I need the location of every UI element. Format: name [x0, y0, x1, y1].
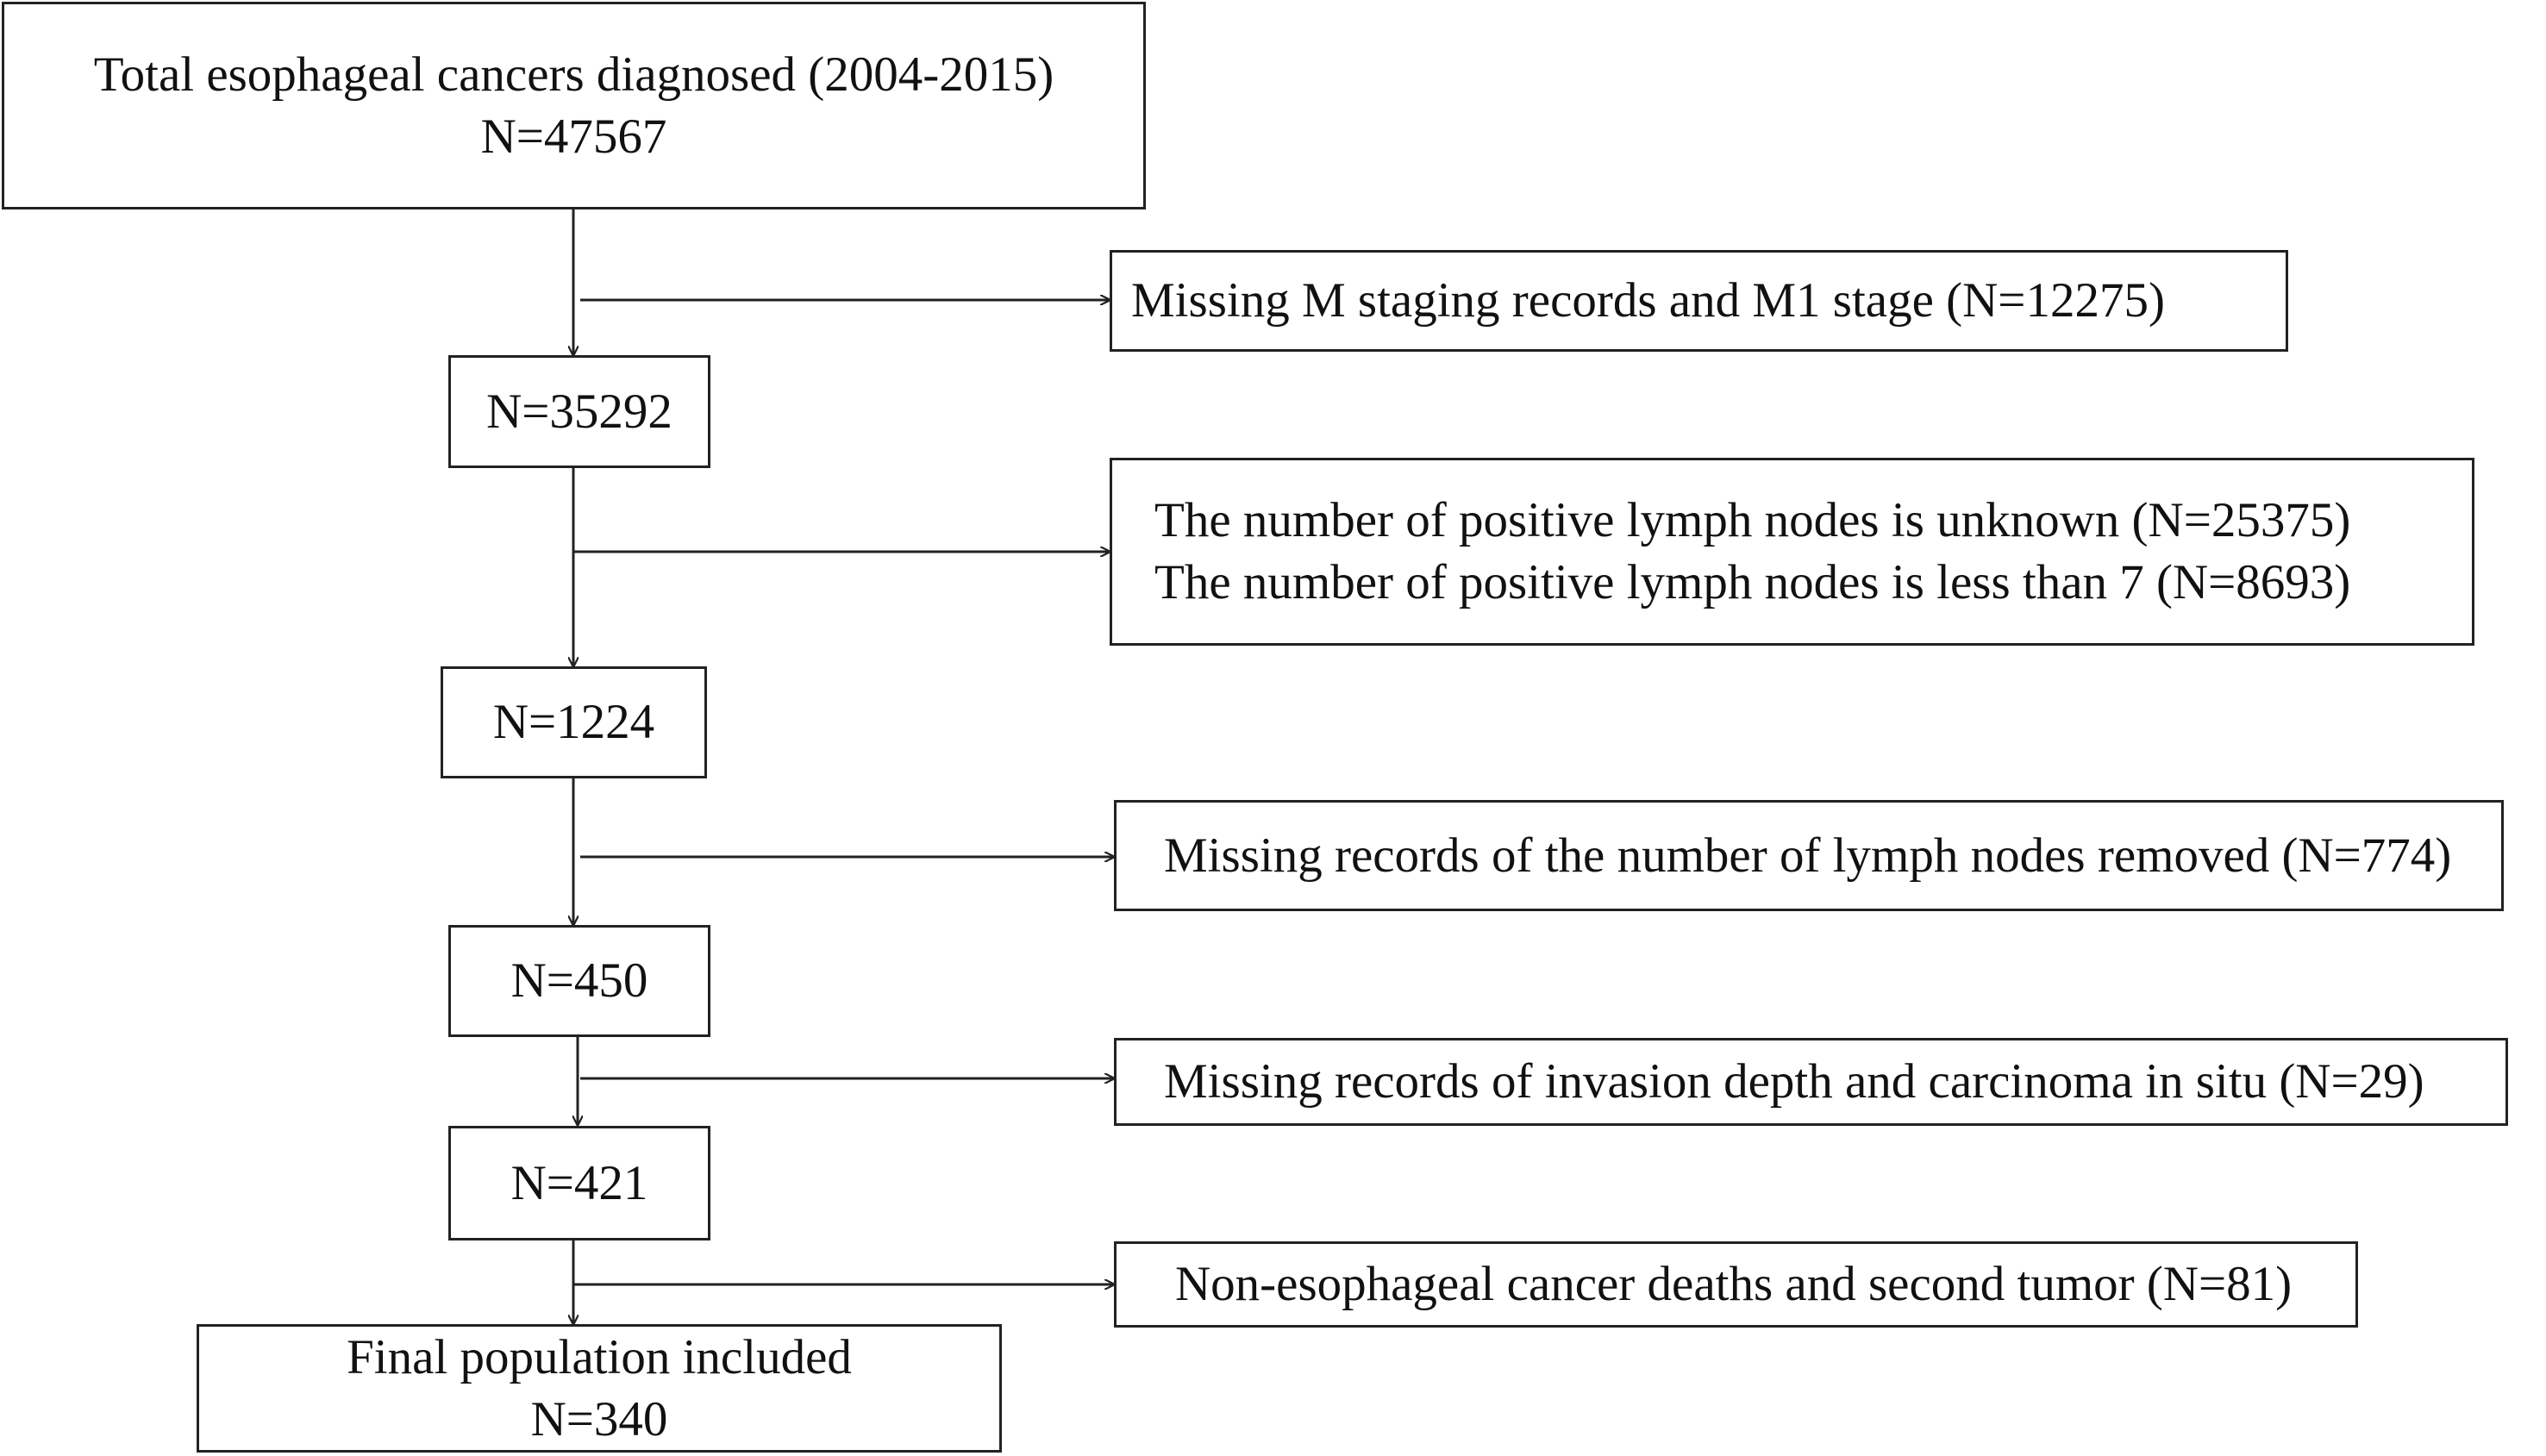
exclusion-box-1-text: Missing M staging records and M1 stage (…: [1131, 273, 2165, 328]
main-box-final: Final population included N=340: [197, 1324, 1002, 1453]
main-box-total-line-2: N=47567: [480, 109, 667, 164]
exclusion-box-4: Missing records of invasion depth and ca…: [1114, 1038, 2508, 1126]
main-box-step-4: N=450: [448, 925, 710, 1037]
main-box-final-line-1: Final population included: [347, 1329, 852, 1384]
exclusion-box-3-text: Missing records of the number of lymph n…: [1164, 828, 2452, 883]
main-box-step-5-text: N=421: [510, 1155, 648, 1210]
exclusion-box-5-text: Non-esophageal cancer deaths and second …: [1175, 1257, 2293, 1311]
main-box-step-3: N=1224: [441, 666, 707, 778]
exclusion-box-5: Non-esophageal cancer deaths and second …: [1114, 1241, 2358, 1328]
exclusion-box-2-line-1: The number of positive lymph nodes is un…: [1154, 493, 2351, 547]
exclusion-box-4-text: Missing records of invasion depth and ca…: [1164, 1054, 2424, 1109]
exclusion-box-3: Missing records of the number of lymph n…: [1114, 800, 2504, 911]
exclusion-box-1: Missing M staging records and M1 stage (…: [1110, 250, 2288, 352]
main-box-total-line-1: Total esophageal cancers diagnosed (2004…: [93, 47, 1054, 102]
main-box-step-2-text: N=35292: [486, 384, 672, 439]
exclusion-box-2: The number of positive lymph nodes is un…: [1110, 458, 2474, 646]
main-box-step-4-text: N=450: [510, 953, 648, 1008]
main-box-step-3-text: N=1224: [492, 695, 655, 749]
main-box-step-5: N=421: [448, 1126, 710, 1240]
main-box-total: Total esophageal cancers diagnosed (2004…: [2, 2, 1146, 209]
exclusion-box-2-line-2: The number of positive lymph nodes is le…: [1154, 555, 2351, 609]
main-box-step-2: N=35292: [448, 355, 710, 468]
main-box-final-line-2: N=340: [530, 1391, 668, 1447]
